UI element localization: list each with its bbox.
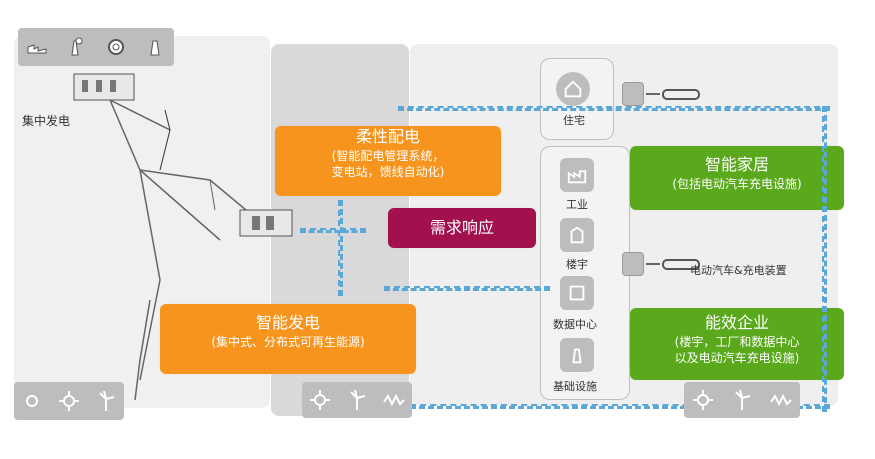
pylon-icon <box>159 109 171 171</box>
label-centralized-generation: 集中发电 <box>22 114 71 128</box>
renewables-icon-bar-middle <box>302 382 412 418</box>
smart-generation-box: 智能发电 (集中式、分布式可再生能源) <box>160 304 416 374</box>
wind-turbine-icon <box>735 389 751 410</box>
flex-distribution-box: 柔性配电 (智能配电管理系统， 变电站，馈线自动化) <box>275 126 501 196</box>
dashed-left-line <box>338 200 343 296</box>
nuclear-icon <box>149 40 160 56</box>
wave-icon <box>769 393 792 407</box>
efficient-enterprise-sub: (楼宇，工厂和数据中心 以及电动汽车充电设施) <box>674 335 800 365</box>
smart-generation-title: 智能发电 <box>255 313 320 332</box>
demand-response-title: 需求响应 <box>429 218 494 237</box>
label-datacenter: 数据中心 <box>553 318 597 331</box>
house-icon <box>556 72 590 106</box>
efficient-enterprise-box: 能效企业 (楼宇，工厂和数据中心 以及电动汽车充电设施) <box>630 308 844 380</box>
renewables-icon-bar-left <box>14 382 124 420</box>
label-industry: 工业 <box>566 198 588 211</box>
sun-icon <box>310 390 331 410</box>
sun-icon <box>693 390 714 410</box>
factory-icon <box>560 158 594 192</box>
smart-home-box: 智能家居 (包括电动汽车充电设施) <box>630 146 844 210</box>
power-plant-icon <box>70 37 82 56</box>
substation-icon <box>239 209 293 237</box>
label-residential: 住宅 <box>563 114 585 127</box>
smart-home-title: 智能家居 <box>704 155 769 174</box>
efficient-enterprise-title: 能效企业 <box>704 313 769 332</box>
label-ev-charging: 电动汽车&充电装置 <box>690 264 787 277</box>
flex-distribution-title: 柔性配电 <box>355 127 420 146</box>
ev-car-commercial <box>622 252 700 276</box>
renewables-icon-bar-right <box>684 382 800 418</box>
factory-icon <box>27 44 46 54</box>
sun-icon <box>58 391 79 411</box>
wave-icon <box>382 393 405 407</box>
ev-car-residential <box>622 82 700 106</box>
wind-turbine-icon <box>98 390 114 411</box>
dashed-top-line <box>398 106 830 111</box>
car-icon <box>662 259 700 270</box>
smart-generation-sub: (集中式、分布式可再生能源) <box>211 335 365 349</box>
flower-icon <box>26 395 39 407</box>
plant-icon <box>73 73 135 101</box>
building-icon <box>560 218 594 252</box>
dashed-right-line <box>822 106 827 412</box>
datacenter-icon <box>560 276 594 310</box>
flex-distribution-sub: (智能配电管理系统， 变电站，馈线自动化) <box>331 149 445 179</box>
label-infrastructure: 基础设施 <box>553 380 597 393</box>
dashed-grid-link <box>300 228 366 233</box>
label-building: 楼宇 <box>566 258 588 271</box>
infrastructure-icon <box>560 338 594 372</box>
gear-icon <box>107 39 124 55</box>
smart-home-sub: (包括电动汽车充电设施) <box>672 177 802 191</box>
generation-icon-bar <box>18 28 174 66</box>
demand-response-box: 需求响应 <box>388 208 536 248</box>
car-icon <box>662 89 700 100</box>
wind-turbine-icon <box>350 389 366 410</box>
dashed-mid-line <box>384 286 550 291</box>
transmission-grid-illustration <box>73 73 293 401</box>
